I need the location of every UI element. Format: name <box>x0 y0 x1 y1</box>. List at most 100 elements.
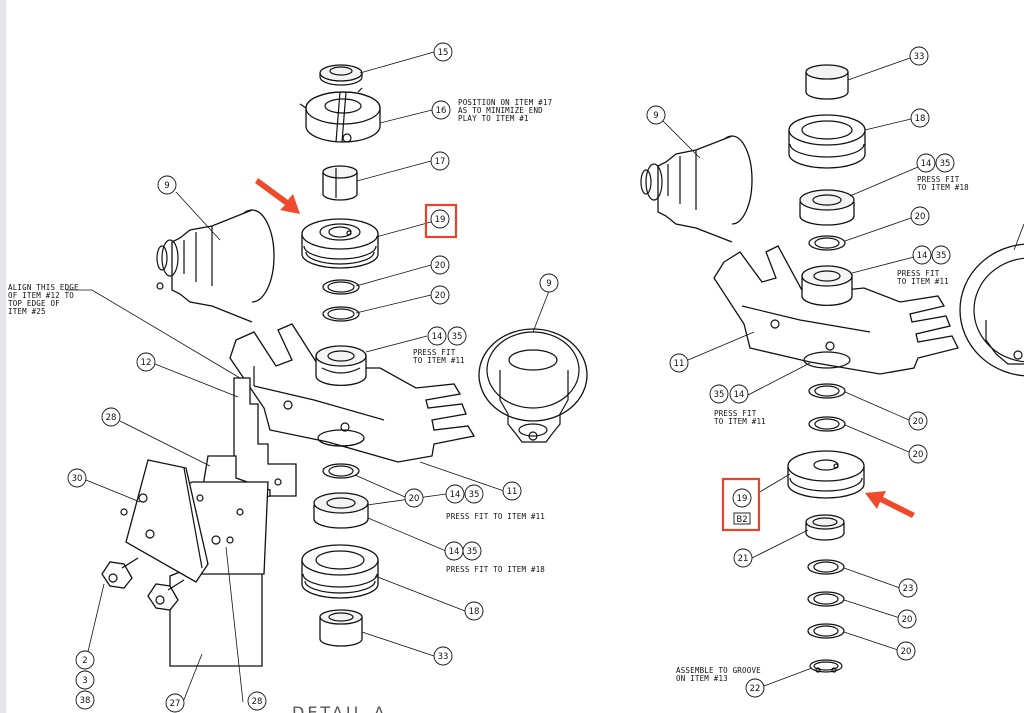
part-14-bearing-lower <box>313 492 369 529</box>
svg-text:2: 2 <box>82 656 87 666</box>
part-20-washer-upper <box>322 279 360 295</box>
balloon-r-35a: 35 <box>935 153 955 173</box>
part-20-washer-lower <box>322 306 360 322</box>
part-17-bushing <box>322 165 358 201</box>
svg-text:20: 20 <box>913 417 924 427</box>
left-part-9-cone <box>156 209 275 323</box>
part-20-washer-r4 <box>807 591 845 607</box>
balloon-r-19-sub: B2 <box>733 512 751 525</box>
detail-a-label: DETAIL A <box>292 703 388 713</box>
balloon-9-right: 9 <box>539 273 559 293</box>
part-20-washer-r2 <box>808 383 846 399</box>
part-22-retaining-ring-r <box>809 659 843 673</box>
svg-text:19: 19 <box>737 494 748 504</box>
right-part-stack <box>713 64 959 673</box>
svg-text:16: 16 <box>436 106 447 116</box>
part-11-yoke <box>229 323 476 463</box>
svg-text:35: 35 <box>452 332 463 342</box>
svg-text:AS TO MINIMIZE END: AS TO MINIMIZE END <box>458 106 543 115</box>
red-arrow-right-icon <box>865 491 915 518</box>
balloon-r-20c: 20 <box>908 444 928 464</box>
svg-text:ITEM #25: ITEM #25 <box>8 307 46 316</box>
balloon-16: 16 <box>431 100 451 120</box>
svg-text:14: 14 <box>450 490 461 500</box>
balloon-r-21: 21 <box>733 548 753 568</box>
svg-text:PRESS FIT: PRESS FIT <box>714 409 757 418</box>
svg-text:35: 35 <box>940 159 951 169</box>
svg-text:33: 33 <box>914 52 925 62</box>
svg-text:B2: B2 <box>736 515 747 525</box>
balloon-r-11: 11 <box>669 353 689 373</box>
svg-text:14: 14 <box>917 251 928 261</box>
balloon-3: 3 <box>75 670 95 690</box>
svg-text:35: 35 <box>467 547 478 557</box>
left-balloons: 15 16 17 19 20 20 14 35 9 9 12 28 30 20 … <box>67 42 559 713</box>
svg-text:ON ITEM #13: ON ITEM #13 <box>676 674 728 683</box>
part-33-spacer-r <box>805 64 849 100</box>
svg-text:20: 20 <box>902 615 913 625</box>
part-19-pulley-r <box>787 450 865 499</box>
svg-text:20: 20 <box>409 494 420 504</box>
right-part-9-cone-edge <box>959 243 1024 377</box>
left-part-9-cone-end <box>478 328 588 443</box>
balloon-r-33: 33 <box>909 46 929 66</box>
balloon-r-23: 23 <box>898 578 918 598</box>
svg-text:TO ITEM #11: TO ITEM #11 <box>897 277 949 286</box>
svg-text:18: 18 <box>469 607 480 617</box>
balloon-27: 27 <box>165 693 185 713</box>
balloon-r-20e: 20 <box>896 641 916 661</box>
svg-text:18: 18 <box>915 114 926 124</box>
balloon-r-22: 22 <box>745 678 765 698</box>
balloon-r-20a: 20 <box>910 206 930 226</box>
left-part-stack <box>229 64 476 647</box>
svg-text:35: 35 <box>714 390 725 400</box>
svg-text:11: 11 <box>674 359 685 369</box>
balloon-2: 2 <box>75 650 95 670</box>
svg-text:3: 3 <box>82 676 87 686</box>
part-21-bushing-r <box>805 514 845 541</box>
balloon-14c: 14 <box>444 541 464 561</box>
svg-text:14: 14 <box>734 390 745 400</box>
svg-text:9: 9 <box>164 181 169 191</box>
balloon-r-14b: 14 <box>912 245 932 265</box>
balloon-r-20b: 20 <box>908 411 928 431</box>
svg-text:38: 38 <box>80 696 91 706</box>
svg-text:TOP EDGE OF: TOP EDGE OF <box>8 299 60 308</box>
balloon-15: 15 <box>433 42 453 62</box>
svg-text:28: 28 <box>106 413 117 423</box>
svg-text:35: 35 <box>469 490 480 500</box>
svg-text:30: 30 <box>72 474 83 484</box>
right-balloons: 33 9 18 14 35 20 14 35 11 35 14 20 20 19… <box>646 46 955 698</box>
svg-text:POSITION ON ITEM #17: POSITION ON ITEM #17 <box>458 98 552 107</box>
balloon-28-lower: 28 <box>247 691 267 711</box>
svg-text:PRESS FIT: PRESS FIT <box>917 175 960 184</box>
balloon-17: 17 <box>430 151 450 171</box>
part-33-spacer <box>319 609 363 647</box>
svg-text:14: 14 <box>432 332 443 342</box>
svg-text:20: 20 <box>915 212 926 222</box>
part-30-plate <box>125 459 209 583</box>
part-11-yoke-r <box>713 245 959 375</box>
svg-text:14: 14 <box>921 159 932 169</box>
balloon-r-35c: 35 <box>709 384 729 404</box>
svg-text:21: 21 <box>738 554 749 564</box>
highlight-box-left <box>424 203 458 239</box>
balloon-20c: 20 <box>404 488 424 508</box>
balloon-12: 12 <box>136 352 156 372</box>
svg-text:20: 20 <box>435 291 446 301</box>
balloon-35c: 35 <box>462 541 482 561</box>
svg-text:TO ITEM #11: TO ITEM #11 <box>714 417 766 426</box>
part-15-washer <box>319 64 363 86</box>
part-20-washer-r1 <box>808 235 846 251</box>
svg-text:PRESS FIT TO ITEM #11: PRESS FIT TO ITEM #11 <box>446 512 545 521</box>
balloon-20a: 20 <box>430 255 450 275</box>
svg-text:20: 20 <box>913 450 924 460</box>
svg-text:20: 20 <box>901 647 912 657</box>
right-notes: PRESS FIT TO ITEM #18 PRESS FIT TO ITEM … <box>676 175 969 683</box>
svg-text:20: 20 <box>435 261 446 271</box>
balloon-r-14a: 14 <box>916 153 936 173</box>
right-part-9-cone <box>640 135 753 243</box>
part-20-washer-r3 <box>808 416 846 432</box>
balloon-r-18: 18 <box>910 108 930 128</box>
